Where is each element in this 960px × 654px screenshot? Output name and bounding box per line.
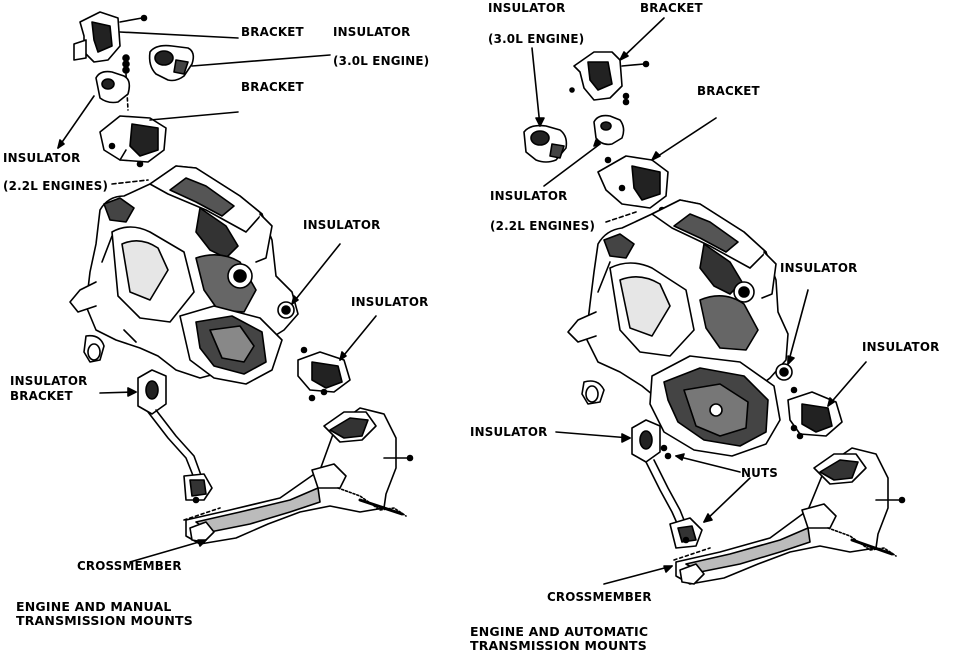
left-label-crossmember: CROSSMEMBER bbox=[77, 558, 182, 573]
right-label-insulator-left: INSULATOR bbox=[470, 424, 548, 439]
right-label-insulator-right: INSULATOR bbox=[780, 260, 858, 275]
right-nuts-leaders bbox=[675, 453, 751, 523]
right-caption-line1: ENGINE AND AUTOMATIC bbox=[470, 624, 649, 639]
right-dashed-link bbox=[605, 211, 637, 223]
left-insulator-22l bbox=[57, 70, 131, 149]
right-label-insulator-mid: INSULATOR bbox=[490, 188, 568, 203]
right-label-engine-30l: (3.0L ENGINE) bbox=[488, 31, 585, 46]
left-label-bracket-top: BRACKET bbox=[241, 24, 304, 39]
left-stud-stack bbox=[122, 54, 130, 111]
left-caption-line2: TRANSMISSION MOUNTS bbox=[16, 613, 193, 628]
right-caption: ENGINE AND AUTOMATIC TRANSMISSION MOUNTS bbox=[470, 625, 648, 653]
left-label-engine-30l: (3.0L ENGINE) bbox=[333, 53, 430, 68]
left-label-engines-22l: (2.2L ENGINES) bbox=[3, 178, 109, 193]
left-caption-line1: ENGINE AND MANUAL bbox=[16, 599, 172, 614]
right-top-bracket-30l bbox=[569, 17, 665, 106]
right-label-insulator-far-right: INSULATOR bbox=[862, 339, 940, 354]
right-bracket-22l bbox=[597, 117, 717, 214]
right-label-crossmember: CROSSMEMBER bbox=[547, 589, 652, 604]
right-left-insulator bbox=[555, 419, 703, 549]
left-top-bracket-30l bbox=[73, 11, 239, 63]
right-crossmember bbox=[603, 447, 906, 585]
right-label-bracket-mid: BRACKET bbox=[697, 83, 760, 98]
left-label-insulator-right: INSULATOR bbox=[303, 217, 381, 232]
right-label-nuts: NUTS bbox=[741, 465, 779, 480]
right-label-insulator-top: INSULATOR bbox=[488, 0, 566, 15]
left-crossmember bbox=[129, 407, 414, 563]
right-insulator-22l bbox=[543, 114, 625, 187]
left-engine-block bbox=[69, 165, 341, 385]
left-label-insulator-far-right: INSULATOR bbox=[351, 294, 429, 309]
left-dashed-link bbox=[111, 179, 149, 185]
left-label-insulator-bracket-line1: INSULATOR bbox=[10, 373, 88, 388]
right-insulator-30l bbox=[523, 47, 568, 163]
left-top-insulator-30l bbox=[148, 44, 331, 82]
right-engine-block bbox=[567, 199, 809, 457]
left-label-insulator-bracket-line2: BRACKET bbox=[10, 388, 73, 403]
left-insulator-bracket bbox=[99, 369, 213, 501]
right-caption-line2: TRANSMISSION MOUNTS bbox=[470, 638, 647, 653]
left-caption: ENGINE AND MANUAL TRANSMISSION MOUNTS bbox=[16, 600, 193, 628]
left-bracket-22l bbox=[99, 111, 239, 168]
right-transaxle-insulator bbox=[787, 361, 867, 440]
left-label-insulator-left: INSULATOR bbox=[3, 150, 81, 165]
left-label-bracket-mid: BRACKET bbox=[241, 79, 304, 94]
left-transaxle-insulator bbox=[297, 315, 377, 402]
left-label-insulator-top: INSULATOR bbox=[333, 24, 411, 39]
right-label-engines-22l: (2.2L ENGINES) bbox=[490, 218, 596, 233]
right-label-bracket-top: BRACKET bbox=[640, 0, 703, 15]
